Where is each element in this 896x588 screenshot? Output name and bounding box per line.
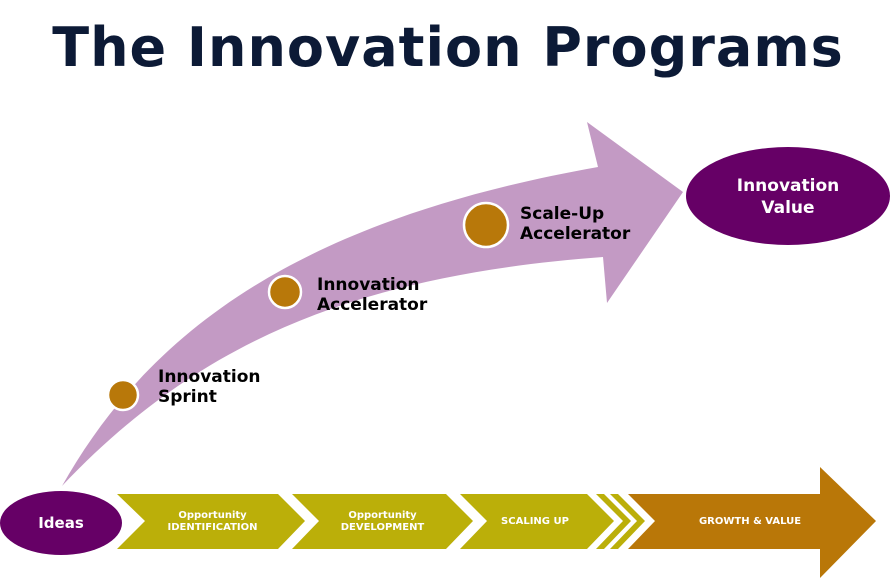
curved-growth-arrow bbox=[62, 122, 683, 486]
growth-value-arrow bbox=[628, 467, 876, 578]
milestone-dot-sprint bbox=[106, 378, 140, 412]
ideas-oval bbox=[0, 491, 122, 555]
milestone-label-accelerator: Innovation Accelerator bbox=[317, 275, 427, 315]
milestone-dot-accelerator bbox=[267, 274, 303, 310]
milestone-label-scaleup: Scale-Up Accelerator bbox=[520, 204, 630, 244]
milestone-dot-scaleup bbox=[462, 201, 510, 249]
stage-chevron-scaling bbox=[460, 494, 614, 549]
milestone-label-line2: Accelerator bbox=[317, 295, 428, 315]
stage-label-growth: GROWTH & VALUE bbox=[698, 516, 802, 527]
stage-label-line2: DEVELOPMENT bbox=[340, 522, 425, 533]
ideas-label: Ideas bbox=[38, 514, 84, 532]
stage-label-development: Opportunity DEVELOPMENT bbox=[310, 510, 455, 534]
stage-chevron-small-1 bbox=[596, 494, 631, 549]
stage-chevron-development bbox=[292, 494, 473, 549]
milestone-label-line1: Scale-Up bbox=[520, 204, 605, 224]
stage-label-identification: Opportunity IDENTIFICATION bbox=[140, 510, 285, 534]
milestone-label-line2: Sprint bbox=[158, 387, 217, 407]
stage-chevron-small-2 bbox=[610, 494, 645, 549]
innovation-value-line2: Value bbox=[761, 198, 815, 218]
innovation-value-oval bbox=[686, 147, 890, 245]
milestone-label-line2: Accelerator bbox=[520, 224, 631, 244]
milestone-label-line1: Innovation bbox=[317, 275, 420, 295]
stage-label-line1: Opportunity bbox=[178, 510, 247, 521]
stage-label-line2: IDENTIFICATION bbox=[167, 522, 258, 533]
milestone-label-sprint: Innovation Sprint bbox=[158, 367, 261, 407]
innovation-value-label: Innovation Value bbox=[688, 175, 888, 219]
stage-label-line1: Opportunity bbox=[348, 510, 417, 521]
stage-chevron-identification bbox=[117, 494, 305, 549]
innovation-value-line1: Innovation bbox=[736, 176, 840, 196]
milestone-label-line1: Innovation bbox=[158, 367, 261, 387]
page-title: The Innovation Programs bbox=[52, 16, 844, 79]
stage-label-scaling: SCALING UP bbox=[501, 516, 569, 527]
